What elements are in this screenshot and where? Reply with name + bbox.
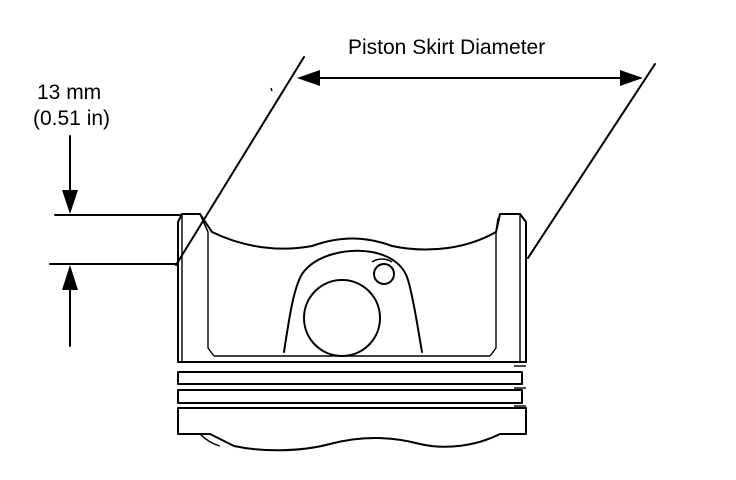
ring-lands [177, 365, 526, 407]
offset-imperial-label: (0.51 in) [33, 107, 110, 130]
piston-inner-left-wall [201, 217, 215, 357]
ring-land-1 [177, 371, 523, 385]
skirt-diameter-dimension: Piston Skirt Diameter [175, 36, 656, 266]
stray-mark [270, 87, 273, 92]
crown-left-fillet [199, 433, 221, 447]
offset-arrowhead-up [62, 265, 78, 290]
piston-crown [177, 407, 527, 452]
skirt-extension-line-left [175, 56, 305, 266]
oil-hole-icon [373, 263, 395, 285]
skirt-extension-line-right [527, 63, 656, 259]
ring-land-2 [177, 389, 523, 404]
piston-crown-outline [177, 407, 527, 452]
piston-crown-right-chamfer [495, 213, 501, 233]
piston-body [177, 213, 527, 363]
skirt-diameter-label: Piston Skirt Diameter [348, 36, 545, 59]
pin-boss [283, 249, 423, 357]
oil-hole-chamfer [371, 258, 393, 263]
offset-arrowhead-down [62, 190, 78, 214]
piston-inner-right-wall [489, 217, 499, 357]
pin-boss-outline [283, 249, 423, 353]
skirt-diameter-arrowhead-right [620, 70, 643, 86]
piston-skirt-outline [177, 213, 527, 363]
skirt-diameter-arrowhead-left [297, 70, 320, 86]
piston-crown-left-chamfer [199, 213, 209, 233]
wrist-pin-icon [303, 279, 381, 357]
offset-metric-label: 13 mm [37, 81, 101, 104]
skirt-offset-dimension: 13 mm (0.51 in) [33, 81, 181, 347]
